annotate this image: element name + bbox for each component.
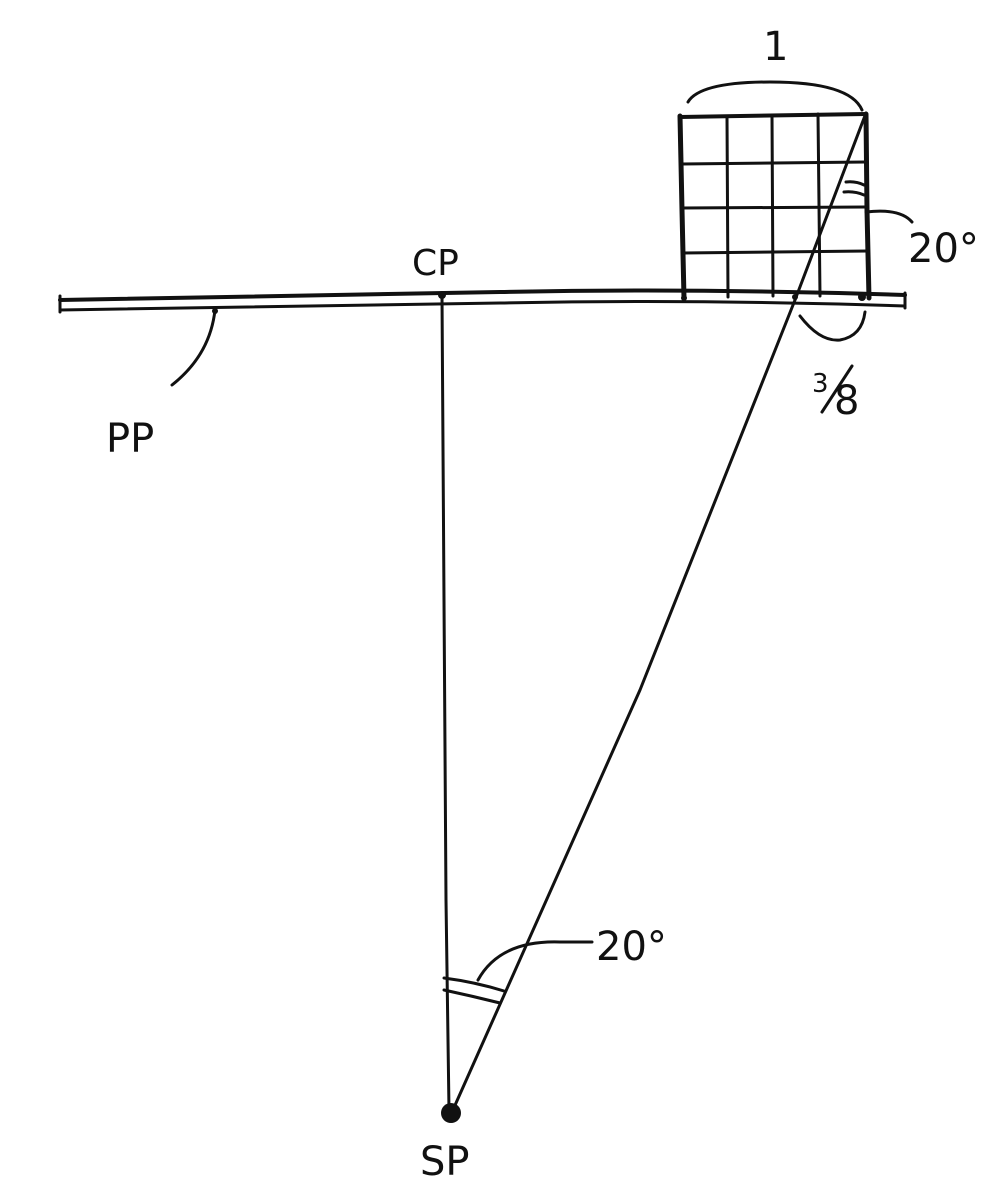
cp-label: CP bbox=[412, 243, 459, 284]
top-angle-label: 20° bbox=[908, 226, 979, 272]
center-line bbox=[440, 294, 451, 1112]
fraction-label: 3 8 bbox=[812, 364, 859, 424]
pp-label: PP bbox=[106, 416, 154, 462]
fraction-numerator: 3 bbox=[812, 369, 829, 399]
sp-point bbox=[441, 1103, 461, 1123]
sp-label: SP bbox=[420, 1139, 470, 1185]
fraction-arc bbox=[798, 310, 867, 342]
fraction-denominator: 8 bbox=[834, 378, 859, 424]
bottom-angle-arc bbox=[442, 940, 594, 1005]
width-label: 1 bbox=[763, 24, 788, 70]
pp-leader bbox=[170, 308, 218, 387]
bottom-angle-label: 20° bbox=[596, 924, 667, 970]
picture-plane bbox=[58, 288, 907, 314]
grid-square bbox=[677, 111, 872, 301]
top-angle-arc bbox=[842, 180, 914, 224]
width-brace bbox=[686, 80, 864, 112]
